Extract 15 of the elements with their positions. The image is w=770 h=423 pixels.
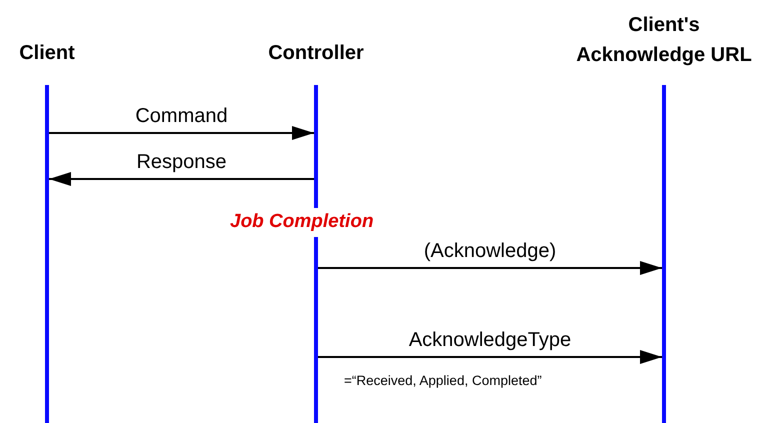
arrow (318, 261, 662, 275)
arrow (49, 172, 314, 186)
lifeline (45, 85, 49, 423)
lifeline-title: Controller (267, 41, 365, 66)
edge-label: Command (135, 104, 228, 128)
lifeline-title: Client's Acknowledge URL (575, 13, 753, 68)
lifeline-title: Client (18, 41, 76, 66)
edge-label: Response (136, 150, 227, 174)
arrow (318, 350, 662, 364)
lifeline (662, 85, 666, 423)
edge-label: (Acknowledge) (424, 239, 556, 263)
phase-label: Job Completion (230, 208, 374, 236)
arrow (49, 126, 314, 140)
note-text: =“Received, Applied, Completed” (344, 372, 542, 390)
edge-label: AcknowledgeType (408, 328, 572, 352)
